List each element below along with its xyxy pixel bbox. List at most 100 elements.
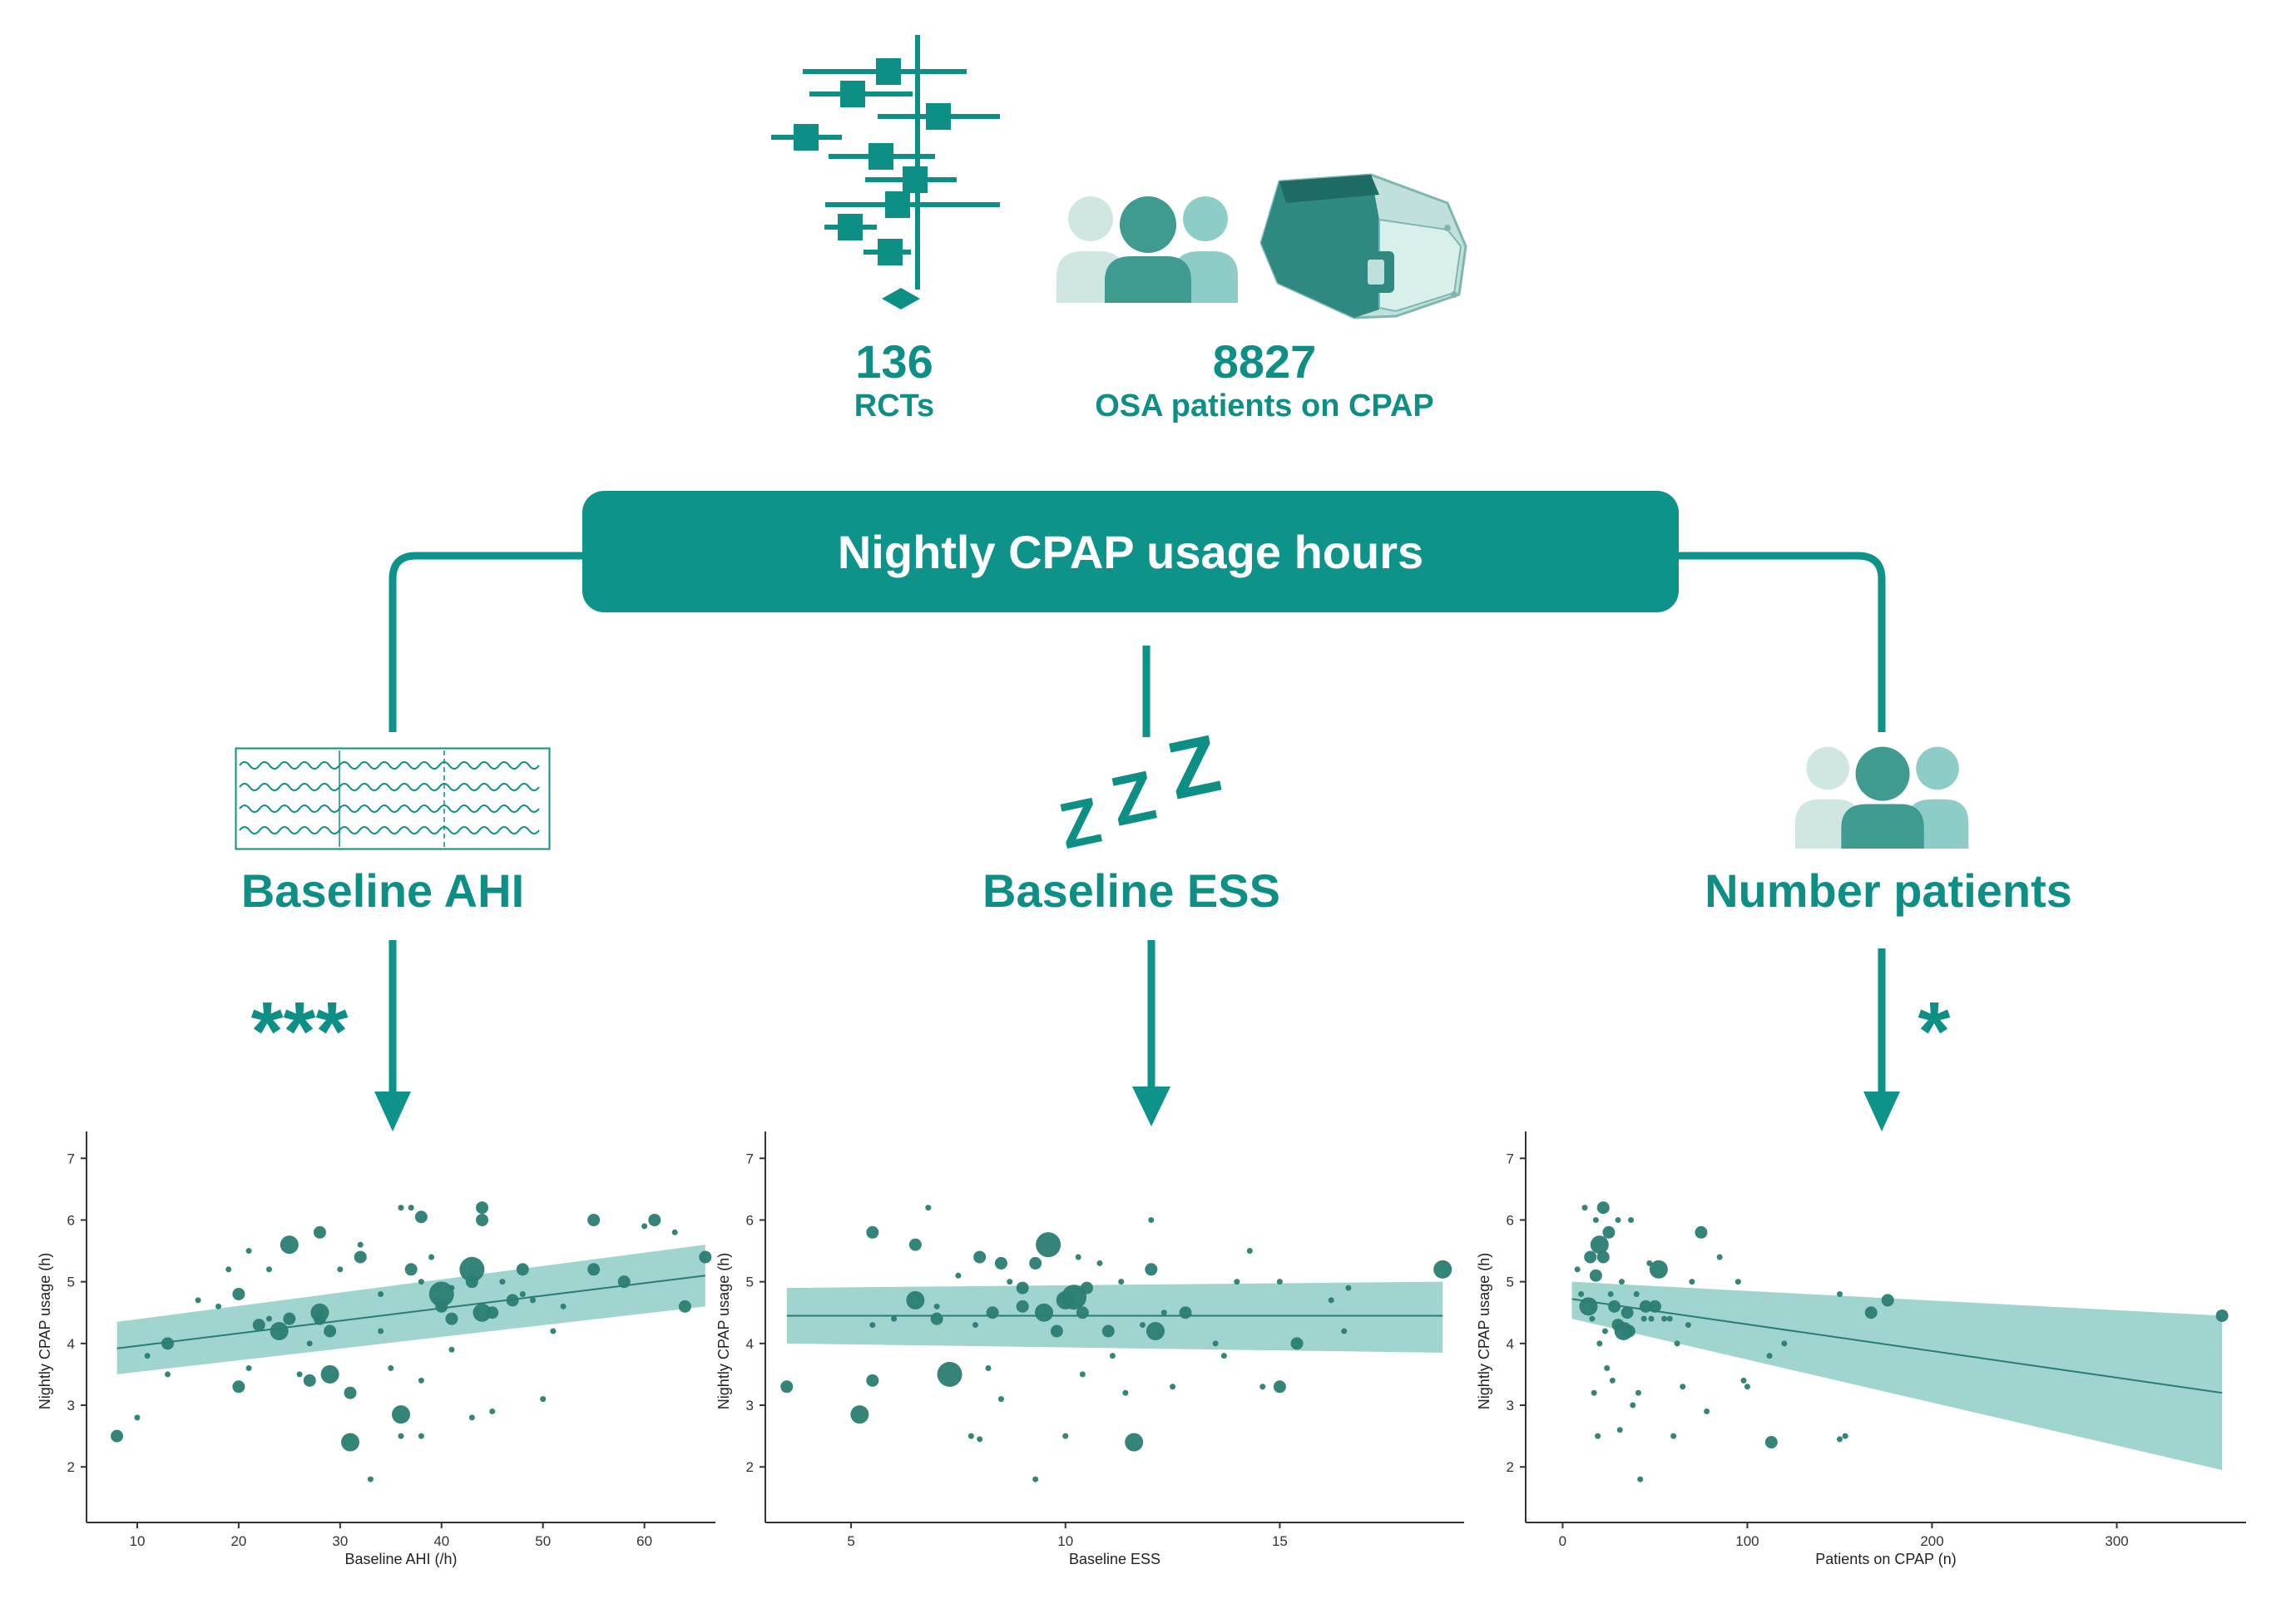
data-point	[1628, 1216, 1635, 1223]
y-axis-label: Nightly CPAP usage (h)	[715, 1253, 732, 1409]
data-point	[1595, 1433, 1601, 1439]
data-point	[1328, 1297, 1334, 1304]
svg-text:Z: Z	[1056, 783, 1107, 854]
data-point	[1637, 1476, 1644, 1483]
data-point	[341, 1433, 360, 1452]
y-tick-label: 6	[67, 1212, 75, 1228]
rcts-number: 136	[855, 335, 933, 388]
data-point	[1259, 1384, 1266, 1390]
data-point	[1842, 1433, 1848, 1439]
data-point	[1618, 1279, 1625, 1285]
data-point	[283, 1312, 296, 1325]
data-point	[320, 1364, 339, 1384]
data-point	[516, 1263, 529, 1276]
trend-line	[116, 1275, 705, 1349]
data-point	[1716, 1254, 1723, 1260]
data-point	[473, 1303, 492, 1322]
data-point	[232, 1380, 245, 1394]
x-tick-label: 60	[636, 1533, 652, 1549]
data-point	[985, 1365, 992, 1372]
data-point	[1648, 1315, 1655, 1322]
data-point	[1781, 1340, 1788, 1347]
data-point	[1836, 1436, 1843, 1443]
data-point	[986, 1306, 999, 1319]
x-axis-label: Baseline ESS	[1069, 1551, 1160, 1567]
data-point	[1661, 1315, 1668, 1322]
data-point	[550, 1328, 557, 1334]
x-tick-label: 50	[535, 1533, 551, 1549]
data-point	[1146, 1322, 1165, 1340]
data-point	[1670, 1433, 1677, 1439]
data-point	[1062, 1433, 1069, 1439]
x-tick-label: 200	[1920, 1533, 1943, 1549]
data-point	[671, 1229, 678, 1235]
patients-number: 8827	[1212, 335, 1317, 388]
data-point	[486, 1306, 499, 1319]
data-point	[1574, 1266, 1581, 1273]
data-point	[1590, 1235, 1609, 1255]
x-tick-label: 10	[1057, 1533, 1073, 1549]
y-tick-label: 3	[67, 1398, 75, 1413]
data-point	[1674, 1340, 1680, 1347]
data-point	[1016, 1300, 1029, 1313]
data-point	[1220, 1353, 1227, 1359]
data-point	[280, 1235, 299, 1255]
patients-count: 8827 OSA patients on CPAP	[1065, 334, 1464, 424]
data-point	[540, 1396, 547, 1403]
data-point	[1596, 1250, 1610, 1264]
y-tick-label: 5	[67, 1275, 75, 1290]
data-point	[404, 1263, 418, 1276]
data-point	[1695, 1225, 1708, 1239]
data-point	[1635, 1389, 1641, 1396]
y-tick-label: 5	[746, 1275, 754, 1290]
y-tick-label: 4	[67, 1336, 75, 1352]
data-point	[1034, 1303, 1053, 1322]
data-point	[324, 1324, 337, 1338]
data-point	[448, 1346, 455, 1353]
data-point	[1050, 1324, 1063, 1338]
data-point	[1864, 1306, 1878, 1319]
data-point	[906, 1290, 925, 1309]
data-point	[972, 1322, 979, 1329]
y-tick-label: 2	[1507, 1459, 1514, 1475]
x-tick-label: 30	[332, 1533, 348, 1549]
data-point	[306, 1340, 313, 1347]
data-point	[1589, 1315, 1596, 1322]
data-point	[252, 1319, 265, 1332]
data-point	[937, 1361, 962, 1387]
data-point	[587, 1213, 601, 1226]
data-point	[459, 1256, 485, 1282]
data-point	[468, 1414, 475, 1421]
data-point	[265, 1266, 272, 1273]
data-point	[780, 1380, 794, 1394]
data-point	[445, 1312, 458, 1325]
data-point	[866, 1225, 879, 1239]
data-point	[1602, 1225, 1616, 1239]
data-point	[354, 1250, 367, 1264]
rcts-label: RCTs	[854, 389, 935, 423]
x-tick-label: 100	[1735, 1533, 1759, 1549]
data-point	[398, 1433, 404, 1439]
data-point	[925, 1205, 932, 1211]
data-point	[1621, 1306, 1634, 1319]
data-point	[1276, 1279, 1283, 1285]
data-point	[1589, 1269, 1602, 1282]
data-point	[428, 1254, 435, 1260]
data-point	[1666, 1315, 1673, 1322]
y-tick-label: 3	[746, 1398, 754, 1413]
data-point	[560, 1303, 567, 1309]
data-point	[111, 1429, 124, 1443]
data-point	[1212, 1340, 1219, 1347]
data-point	[408, 1205, 414, 1211]
data-point	[270, 1322, 289, 1340]
data-point	[1433, 1260, 1452, 1279]
data-point	[1615, 1216, 1621, 1223]
data-point	[388, 1365, 394, 1372]
data-point	[392, 1405, 410, 1424]
data-point	[1596, 1340, 1603, 1347]
data-point	[1032, 1476, 1039, 1483]
data-point	[850, 1405, 869, 1424]
